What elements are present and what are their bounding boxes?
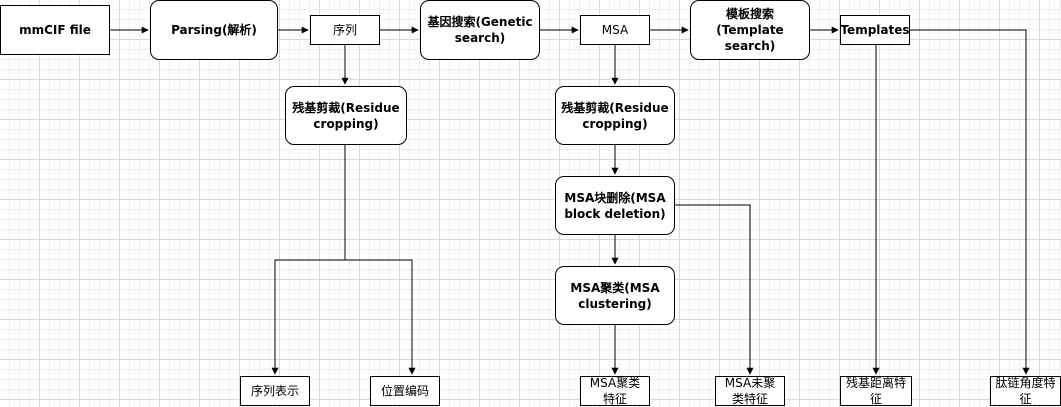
sequence-representation-node[interactable]: 序列表示 <box>240 376 310 406</box>
edge-templates-to-backbone-angle <box>910 29 1030 375</box>
mmcif-file-node[interactable]: mmCIF file <box>0 5 110 55</box>
residue-distance-features-node[interactable]: 残基距离特征 <box>840 376 912 406</box>
backbone-angle-features-node[interactable]: 肽链角度特征 <box>990 376 1061 406</box>
residue-cropping-node-msa[interactable]: 残基剪裁(Residue cropping) <box>555 86 675 145</box>
edge-block-deletion-to-unclustered-features <box>675 204 754 375</box>
msa-unclustered-features-node[interactable]: MSA未聚类特征 <box>715 376 785 406</box>
edge-cropping-to-position-encoding <box>345 259 416 375</box>
msa-block-deletion-node[interactable]: MSA块删除(MSA block deletion) <box>555 176 675 235</box>
edge-cropping-to-seq-representation <box>271 145 346 375</box>
position-encoding-node[interactable]: 位置编码 <box>370 376 440 406</box>
templates-node[interactable]: Templates <box>840 15 910 45</box>
msa-cluster-features-node[interactable]: MSA聚类特征 <box>580 376 650 406</box>
residue-cropping-node-sequence[interactable]: 残基剪裁(Residue cropping) <box>285 86 407 145</box>
msa-node[interactable]: MSA <box>580 15 650 45</box>
genetic-search-node[interactable]: 基因搜索(Genetic search) <box>420 0 540 60</box>
sequence-node[interactable]: 序列 <box>310 15 380 45</box>
parsing-node[interactable]: Parsing(解析) <box>150 0 278 60</box>
template-search-node[interactable]: 模板搜索(Template search) <box>690 0 810 60</box>
msa-clustering-node[interactable]: MSA聚类(MSA clustering) <box>555 266 675 325</box>
